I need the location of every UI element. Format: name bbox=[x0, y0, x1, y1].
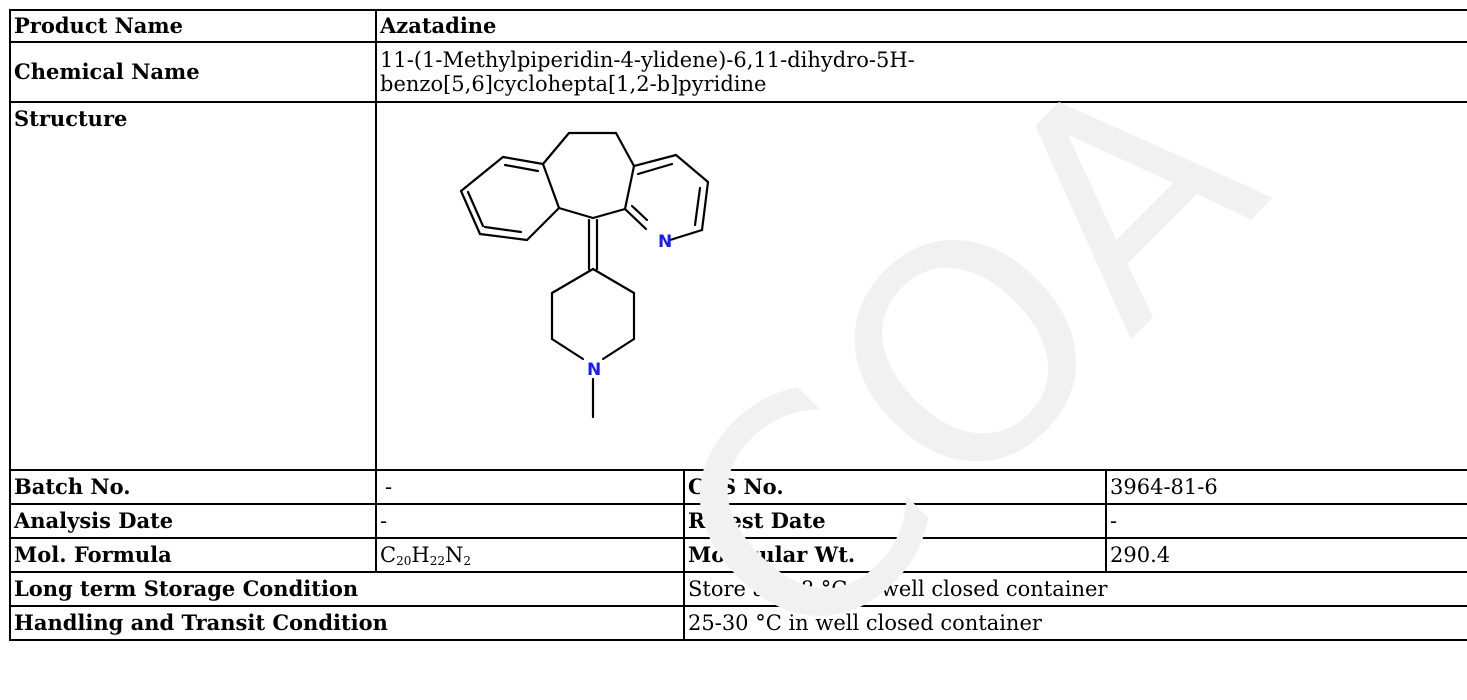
piperidine-nitrogen-atom: N bbox=[587, 360, 601, 380]
formula-count-c: 20 bbox=[396, 554, 412, 568]
chemical-name-label: Chemical Name bbox=[9, 41, 377, 103]
formula-element-n: N bbox=[444, 543, 464, 567]
row-batch-cas: Batch No. - CAS No. 3964-81-6 bbox=[9, 469, 1467, 505]
mol-wt-label: Molecular Wt. bbox=[683, 537, 1107, 573]
cas-value: 3964-81-6 bbox=[1104, 469, 1467, 505]
azatadine-structure-diagram: N N bbox=[459, 131, 710, 419]
batch-value: - bbox=[375, 469, 685, 505]
product-name-value: Azatadine bbox=[374, 9, 1467, 43]
product-name-label: Product Name bbox=[9, 9, 377, 43]
storage-label: Long term Storage Condition bbox=[9, 571, 685, 607]
formula-count-n: 2 bbox=[463, 554, 471, 568]
coa-table: Product Name Azatadine Chemical Name 11-… bbox=[9, 9, 1467, 641]
row-product-name: Product Name Azatadine bbox=[9, 9, 1467, 43]
handling-value: 25-30 °C in well closed container bbox=[682, 605, 1467, 641]
handling-label: Handling and Transit Condition bbox=[9, 605, 685, 641]
analysis-date-label: Analysis Date bbox=[9, 503, 377, 539]
formula-element-h: H bbox=[411, 543, 430, 567]
cas-label: CAS No. bbox=[683, 469, 1107, 505]
retest-date-value: - bbox=[1104, 503, 1467, 539]
mol-formula-label: Mol. Formula bbox=[9, 537, 377, 573]
row-formula-weight: Mol. Formula C20H22N2 Molecular Wt. 290.… bbox=[9, 537, 1467, 573]
formula-element-c: C bbox=[380, 543, 397, 567]
retest-date-label: Retest Date bbox=[683, 503, 1107, 539]
row-dates: Analysis Date - Retest Date - bbox=[9, 503, 1467, 539]
row-storage: Long term Storage Condition Store at 2-8… bbox=[9, 571, 1467, 607]
analysis-date-value: - bbox=[375, 503, 685, 539]
row-chemical-name: Chemical Name 11-(1-Methylpiperidin-4-yl… bbox=[9, 41, 1467, 103]
structure-cell: N N bbox=[374, 101, 1467, 471]
row-structure: Structure bbox=[9, 101, 1467, 471]
formula-count-h: 22 bbox=[429, 554, 445, 568]
pyridine-nitrogen-atom: N bbox=[658, 232, 672, 252]
mol-formula-value: C20H22N2 bbox=[375, 537, 685, 573]
chemical-name-value: 11-(1-Methylpiperidin-4-ylidene)-6,11-di… bbox=[374, 41, 1467, 103]
batch-label: Batch No. bbox=[9, 469, 377, 505]
structure-label: Structure bbox=[9, 101, 377, 471]
storage-value: Store at 2-8 °C in well closed container bbox=[682, 571, 1467, 607]
mol-wt-value: 290.4 bbox=[1104, 537, 1467, 573]
row-handling: Handling and Transit Condition 25-30 °C … bbox=[9, 605, 1467, 641]
